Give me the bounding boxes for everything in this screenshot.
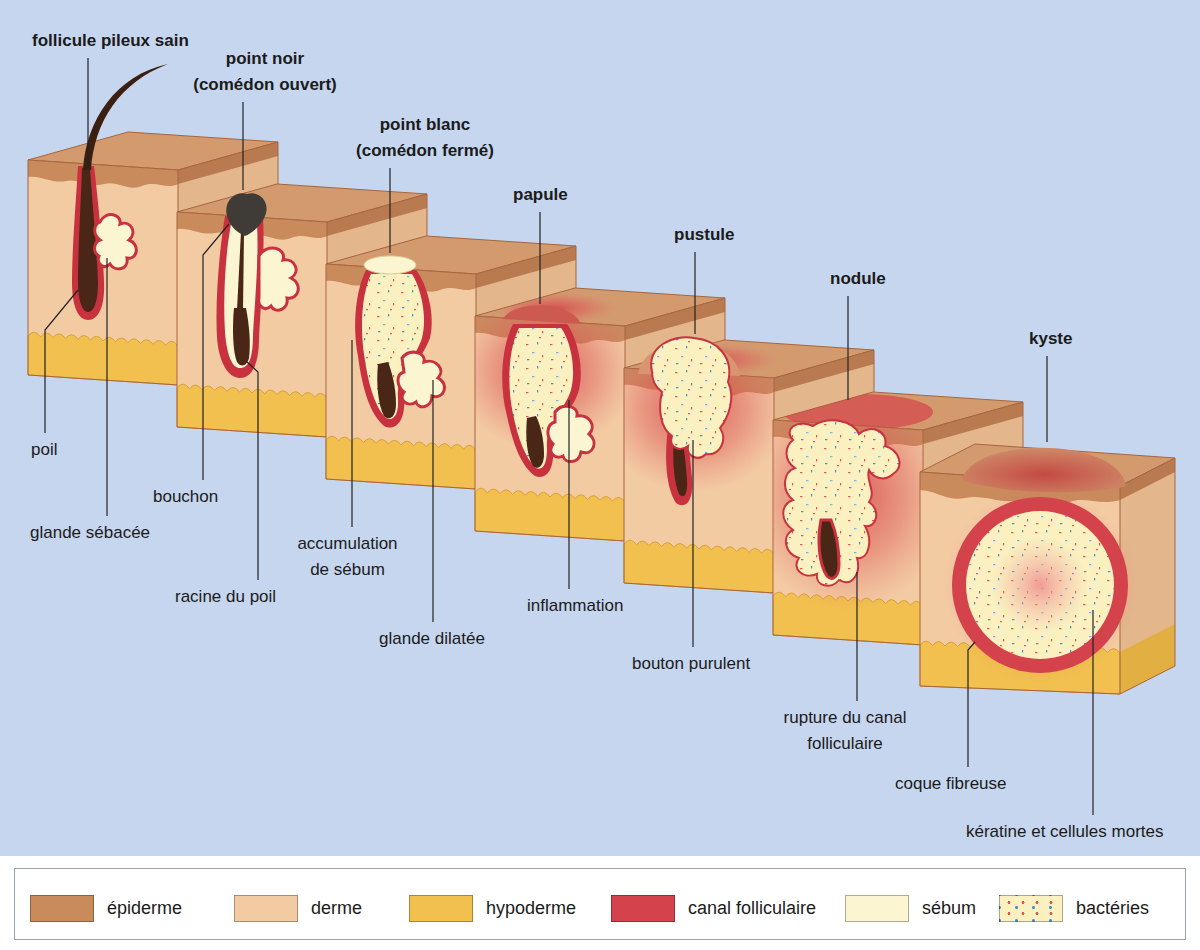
stage-title: point blanc (comédon fermé) xyxy=(349,112,501,164)
leader-line xyxy=(432,380,433,622)
sebaceous-gland xyxy=(548,406,594,461)
legend-text: épiderme xyxy=(107,895,182,922)
stage-title: pustule xyxy=(674,222,734,248)
part-label: glande sébacée xyxy=(30,520,150,546)
legend-swatch xyxy=(611,895,675,922)
skin-side xyxy=(1120,624,1175,694)
ruptured-mass xyxy=(783,420,899,585)
leader-line xyxy=(87,58,88,168)
leader-line xyxy=(389,168,390,253)
raised-bump xyxy=(503,305,581,324)
hair-root xyxy=(377,362,396,418)
leader-line xyxy=(692,440,693,647)
cyst-content xyxy=(966,511,1114,659)
legend-swatch xyxy=(999,895,1063,922)
cyst-center xyxy=(992,537,1088,633)
sebaceous-gland xyxy=(259,248,299,310)
follicle-canal xyxy=(216,216,263,378)
hair-root xyxy=(819,520,839,578)
dilated-gland xyxy=(398,352,445,407)
whitehead-follicle xyxy=(355,256,444,428)
part-label: rupture du canal folliculaire xyxy=(775,705,915,757)
part-label: glande dilatée xyxy=(379,626,485,652)
part-label: bouchon xyxy=(153,484,218,510)
part-label: kératine et cellules mortes xyxy=(966,819,1163,845)
inflammation-halo xyxy=(493,292,617,324)
part-label: racine du poil xyxy=(175,584,276,610)
blackhead-follicle xyxy=(216,193,298,378)
leader-line xyxy=(45,290,78,433)
skin-block xyxy=(28,132,278,385)
stage-title: papule xyxy=(513,182,568,208)
pustule-follicle xyxy=(599,323,789,505)
hair-shaft xyxy=(237,232,244,310)
sebum xyxy=(224,224,257,368)
leader-line xyxy=(847,296,848,400)
skin-side xyxy=(1120,458,1175,500)
fibrous-shell xyxy=(952,497,1128,673)
leader-line xyxy=(106,258,107,516)
leader-line xyxy=(856,572,857,701)
leader-line xyxy=(1046,356,1047,442)
part-label: coque fibreuse xyxy=(895,771,1007,797)
hair-root xyxy=(526,416,544,468)
hair-shaft xyxy=(83,64,168,170)
inflammation-halo xyxy=(942,487,1138,683)
legend-text: derme xyxy=(311,895,362,922)
healthy-follicle xyxy=(72,64,168,320)
leader-lines xyxy=(45,58,1093,815)
legend-band xyxy=(0,856,1200,950)
leader-line xyxy=(351,340,352,527)
leader-line xyxy=(539,212,540,304)
stage-title: point noir (comédon ouvert) xyxy=(189,46,341,98)
legend-frame xyxy=(15,869,1186,940)
legend-text: hypoderme xyxy=(486,895,576,922)
part-label: bouton purulent xyxy=(632,651,750,677)
leader-line xyxy=(242,102,243,190)
sebaceous-gland xyxy=(95,215,137,269)
legend-swatch xyxy=(845,895,909,922)
leader-line xyxy=(247,362,258,580)
stage-title: nodule xyxy=(830,266,886,292)
plug xyxy=(226,193,266,236)
leader-line xyxy=(968,642,975,767)
hair-root xyxy=(78,168,98,312)
leader-line xyxy=(568,400,569,589)
inflammation-halo xyxy=(599,323,789,493)
legend-swatch xyxy=(234,895,298,922)
legend-swatch xyxy=(409,895,473,922)
leader-line xyxy=(1092,610,1093,815)
legend-text: sébum xyxy=(922,895,976,922)
part-label: accumulation de sébum xyxy=(290,531,405,583)
stage-title: follicule pileux sain xyxy=(32,28,189,54)
legend-swatch xyxy=(30,895,94,922)
hair-root xyxy=(233,308,250,365)
leader-line xyxy=(203,224,229,480)
part-label: inflammation xyxy=(527,593,623,619)
cyst-dome xyxy=(962,448,1126,493)
pus-mass xyxy=(651,337,731,457)
cyst-block xyxy=(920,444,1175,694)
legend-text: bactéries xyxy=(1076,895,1149,922)
papule-follicle xyxy=(453,291,637,477)
stage-title: kyste xyxy=(1029,326,1072,352)
white-head xyxy=(364,256,416,274)
block-outline xyxy=(920,458,1175,694)
skin-block xyxy=(326,236,576,489)
part-label: poil xyxy=(31,437,57,463)
legend-text: canal folliculaire xyxy=(688,895,816,922)
leader-line xyxy=(694,252,695,334)
